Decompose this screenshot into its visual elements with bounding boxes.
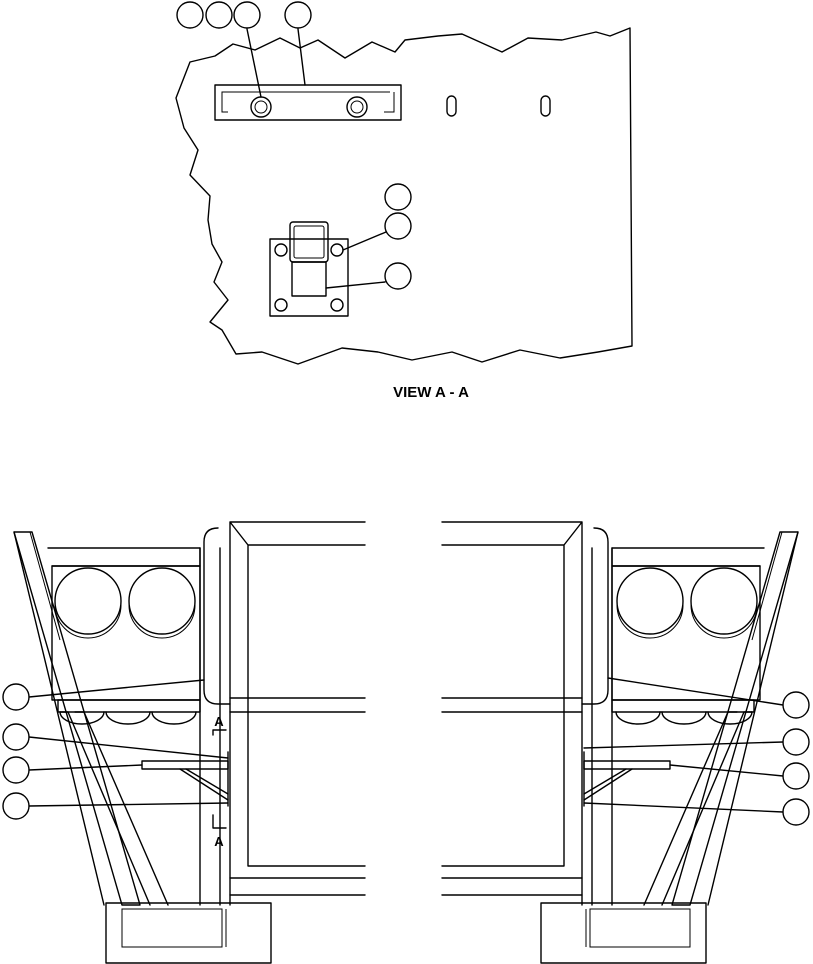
left-callout-balloon-3 (2, 756, 30, 784)
left-headlight-2 (128, 567, 196, 635)
leader-screw (342, 231, 387, 251)
mount-plate (269, 238, 349, 317)
right-bracket-brace-2 (583, 768, 627, 795)
callout-balloon-7 (384, 262, 412, 290)
view-title: VIEW A - A (393, 384, 469, 401)
mount-screw-br (330, 298, 344, 312)
left-lamp-2 (105, 711, 151, 725)
right-bracket-plate (583, 760, 671, 770)
bolt-right-inner (350, 100, 364, 114)
slot-right (540, 95, 551, 117)
right-rounded-frame (581, 527, 609, 705)
left-cab-view: A A (2, 521, 366, 964)
bolt-right-outer (346, 96, 368, 118)
left-rail-edge (13, 531, 105, 906)
left-leader-3 (28, 764, 143, 771)
callout-balloon-6 (384, 212, 412, 240)
right-rail-edge (707, 531, 799, 906)
right-rail-inner-1 (751, 531, 783, 641)
left-bracket-brace-2 (185, 768, 229, 795)
leader-switch (325, 281, 386, 289)
bracket-inner-right (384, 92, 395, 113)
bolt-left-outer (250, 96, 272, 118)
left-rail-outer (13, 531, 141, 906)
mount-screw-tl (274, 243, 288, 257)
left-rounded-frame (203, 527, 231, 705)
switch-body-top-inner (293, 225, 325, 259)
switch-body-lower (291, 261, 327, 297)
right-headlight-2-rim (616, 604, 684, 639)
left-headlight-1 (54, 567, 122, 635)
mount-screw-tr (330, 243, 344, 257)
right-callout-balloon-3 (782, 762, 810, 790)
callout-balloon-3 (233, 1, 261, 29)
left-callout-balloon-4 (2, 792, 30, 820)
bracket-bar (214, 84, 402, 121)
callout-balloon-2 (205, 1, 233, 29)
left-bracket-plate (141, 760, 229, 770)
right-callout-balloon-1 (782, 691, 810, 719)
right-headlight-2 (616, 567, 684, 635)
right-lamp-3 (615, 711, 661, 725)
slot-left (446, 95, 457, 117)
right-cab-pillar (591, 547, 613, 906)
right-door-frame (441, 521, 583, 906)
left-base-inner (121, 908, 223, 948)
right-leader-1 (607, 677, 784, 706)
left-leader-4 (28, 802, 229, 807)
section-label-bottom: A (214, 834, 224, 849)
left-headlight-2-rim (128, 604, 196, 639)
left-light-housing (47, 547, 201, 567)
left-leader-1 (28, 679, 205, 698)
right-callout-balloon-2 (782, 728, 810, 756)
view-a-a-detail: VIEW A - A (175, 1, 633, 401)
right-headlight-1-rim (690, 604, 758, 639)
left-callout-balloon-2 (2, 723, 30, 751)
leader-bolt (246, 28, 262, 98)
section-label-top: A (214, 714, 224, 729)
section-arrow-bottom (212, 814, 227, 829)
right-lamp-row (611, 699, 755, 713)
right-lamp-1 (707, 711, 753, 725)
right-callout-balloon-4 (782, 798, 810, 826)
left-lamp-1 (59, 711, 105, 725)
left-leader-2 (28, 736, 229, 759)
left-lamp-3 (151, 711, 197, 725)
left-door-frame (229, 521, 366, 906)
section-arrow-top (212, 729, 227, 736)
left-headlight-1-rim (54, 604, 122, 639)
right-leader-2 (583, 741, 784, 749)
callout-balloon-4 (284, 1, 312, 29)
right-bracket-brace (583, 768, 633, 801)
right-base-block (540, 902, 707, 964)
switch-body-top (289, 221, 329, 263)
right-leader-3 (669, 764, 784, 777)
left-lamp-row (57, 699, 201, 713)
left-callout-balloon-1 (2, 683, 30, 711)
right-leader-4 (583, 802, 784, 813)
callout-balloon-1 (176, 1, 204, 29)
callout-balloon-5 (384, 183, 412, 211)
leader-bracket (297, 28, 306, 86)
plate-outline (175, 27, 633, 365)
mount-screw-bl (274, 298, 288, 312)
bracket-inner-left (221, 91, 390, 113)
right-headlight-1 (690, 567, 758, 635)
left-bracket-brace (179, 768, 229, 801)
right-rail-outer (671, 531, 799, 906)
left-base-block (105, 902, 272, 964)
right-base-inner (589, 908, 691, 948)
left-cab-pillar (199, 547, 221, 906)
bolt-left-inner (254, 100, 268, 114)
right-light-housing (611, 547, 765, 567)
right-lamp-2 (661, 711, 707, 725)
left-rail-inner-1 (29, 531, 61, 641)
right-cab-view (441, 521, 810, 964)
